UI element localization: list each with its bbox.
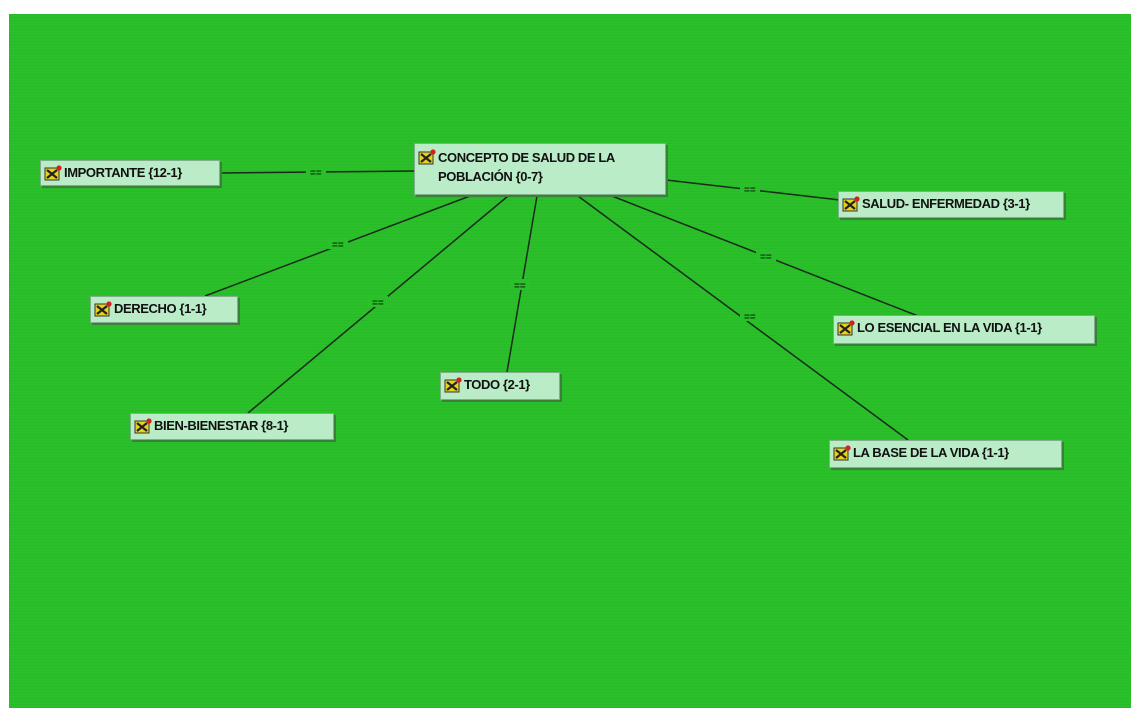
- code-network-icon: [833, 445, 851, 461]
- relation-label-derecho: ==: [332, 240, 344, 251]
- node-salud-enfermedad-label: SALUD- ENFERMEDAD {3-1}: [862, 196, 1030, 211]
- node-todo[interactable]: TODO {2-1}: [440, 372, 560, 400]
- code-network-icon: [94, 301, 112, 317]
- node-importante[interactable]: IMPORTANTE {12-1}: [40, 160, 220, 186]
- node-la-base-label: LA BASE DE LA VIDA {1-1}: [853, 445, 1009, 460]
- relation-label-todo: ==: [514, 281, 526, 292]
- code-network-icon: [842, 196, 860, 212]
- node-la-base-de-la-vida[interactable]: LA BASE DE LA VIDA {1-1}: [829, 440, 1062, 468]
- code-network-icon: [44, 165, 62, 181]
- node-salud-enfermedad[interactable]: SALUD- ENFERMEDAD {3-1}: [838, 191, 1064, 218]
- relation-label-importante: ==: [310, 168, 322, 179]
- node-bien-bienestar[interactable]: BIEN-BIENESTAR {8-1}: [130, 413, 334, 440]
- relation-label-bien-bienestar: ==: [372, 298, 384, 309]
- relation-label-lo-esencial: ==: [760, 252, 772, 263]
- node-derecho[interactable]: DERECHO {1-1}: [90, 296, 238, 323]
- network-canvas: [9, 14, 1131, 708]
- code-network-icon: [134, 418, 152, 434]
- code-network-icon: [444, 377, 462, 393]
- node-lo-esencial-label: LO ESENCIAL EN LA VIDA {1-1}: [857, 320, 1042, 335]
- central-node-label: CONCEPTO DE SALUD DE LA POBLACIÓN {0-7}: [438, 150, 615, 184]
- code-network-icon: [418, 149, 436, 165]
- relation-label-la-base: ==: [744, 312, 756, 323]
- node-derecho-label: DERECHO {1-1}: [114, 301, 207, 316]
- code-network-icon: [837, 320, 855, 336]
- relation-label-salud-enfermedad: ==: [744, 185, 756, 196]
- node-todo-label: TODO {2-1}: [464, 377, 530, 392]
- central-node-concepto-de-salud[interactable]: CONCEPTO DE SALUD DE LA POBLACIÓN {0-7}: [414, 143, 666, 195]
- node-importante-label: IMPORTANTE {12-1}: [64, 165, 182, 180]
- node-lo-esencial-en-la-vida[interactable]: LO ESENCIAL EN LA VIDA {1-1}: [833, 315, 1095, 344]
- node-bien-bienestar-label: BIEN-BIENESTAR {8-1}: [154, 418, 289, 433]
